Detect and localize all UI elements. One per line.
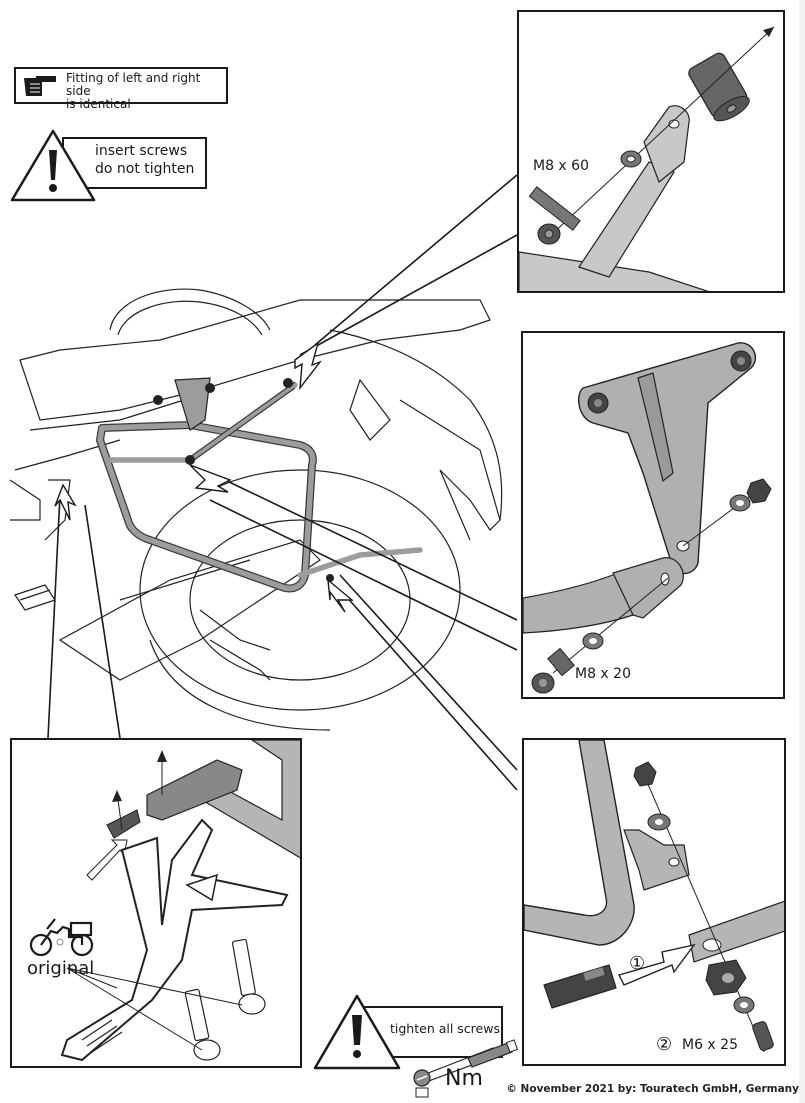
original-label: original (27, 958, 95, 979)
note-text: Fitting of left and right side is identi… (66, 72, 226, 111)
step-2-marker: ② (656, 1034, 673, 1055)
lower-mount-illustration (524, 740, 784, 1053)
note-box: Fitting of left and right side is identi… (14, 67, 228, 111)
note-line-1: Fitting of left and right side (66, 71, 201, 98)
scrollbar[interactable] (799, 0, 805, 1103)
note-line-2: is identical (66, 97, 131, 111)
warning-top-line-1: insert screws (95, 143, 188, 159)
step-1-marker: ① (629, 953, 646, 974)
copyright-footer: © November 2021 by: Touratech GmbH, Germ… (506, 1083, 799, 1095)
warning-top-line-2: do not tighten (95, 161, 195, 177)
warning-bottom-text: tighten all screws (390, 1021, 500, 1036)
detail-panel-footrest: original (10, 738, 302, 1068)
footrest-illustration (60, 740, 300, 1062)
middle-mount-illustration (523, 342, 772, 694)
warning-top-text: insert screws do not tighten (95, 142, 194, 178)
detail-panel-lower-mount: ① ② M6 x 25 (522, 738, 786, 1066)
screw-label-m8x60: M8 x 60 (533, 158, 589, 174)
detail-panel-middle-mount: M8 x 20 (521, 331, 785, 699)
motorcycle-icon (29, 918, 94, 957)
pointing-hand-icon (24, 76, 56, 96)
detail-panel-upper-mount: M8 x 60 (517, 10, 785, 293)
warning-triangle-bottom-icon (313, 994, 503, 1070)
screw-label-m8x20: M8 x 20 (575, 666, 631, 682)
upper-mount-illustration (519, 26, 775, 291)
torque-wrench-icon (413, 1039, 519, 1098)
torque-unit-label: Nm (445, 1066, 483, 1091)
screw-label-m6x25: M6 x 25 (682, 1037, 738, 1053)
warning-triangle-icon (10, 129, 207, 202)
